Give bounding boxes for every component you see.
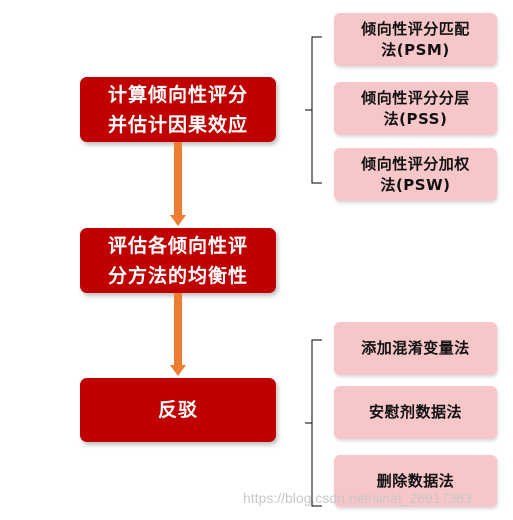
bracket-methods: [305, 36, 322, 184]
step-box-refute: 反驳: [80, 378, 276, 442]
method-psw-line2: 法(PSW): [380, 175, 451, 194]
refute-box-remove-data: 删除数据法: [334, 455, 497, 507]
arrow-1-head: [170, 215, 186, 226]
method-box-psm: 倾向性评分匹配 法(PSM): [334, 13, 497, 66]
step-estimate-line2: 并估计因果效应: [107, 113, 248, 136]
refute-add-confounder-label: 添加混淆变量法: [361, 339, 470, 357]
step-estimate-line1: 计算倾向性评分: [107, 83, 248, 106]
step-balance-line2: 分方法的均衡性: [107, 264, 248, 287]
step-box-balance: 评估各倾向性评 分方法的均衡性: [80, 228, 276, 293]
arrow-2-head: [170, 365, 186, 376]
arrow-1-shaft: [174, 142, 182, 215]
method-box-psw: 倾向性评分加权 法(PSW): [334, 148, 497, 201]
method-psw-line1: 倾向性评分加权: [361, 154, 470, 173]
refute-box-placebo: 安慰剂数据法: [334, 386, 497, 439]
method-box-pss: 倾向性评分分层 法(PSS): [334, 82, 497, 135]
refute-placebo-label: 安慰剂数据法: [368, 403, 462, 421]
method-psm-line2: 法(PSM): [381, 40, 450, 59]
method-pss-line2: 法(PSS): [383, 109, 448, 128]
refute-remove-data-label: 删除数据法: [376, 471, 455, 490]
arrow-2-shaft: [174, 293, 182, 365]
method-psm-line1: 倾向性评分匹配: [361, 19, 470, 38]
refute-box-add-confounder: 添加混淆变量法: [334, 322, 497, 375]
method-pss-line1: 倾向性评分分层: [361, 88, 470, 107]
bracket-refutations: [305, 339, 322, 507]
watermark-text: https://blog.csdn.net/sinat_26917383: [243, 490, 472, 506]
step-refute-label: 反驳: [157, 399, 198, 421]
step-balance-line1: 评估各倾向性评: [107, 234, 248, 257]
step-box-estimate: 计算倾向性评分 并估计因果效应: [80, 77, 276, 142]
